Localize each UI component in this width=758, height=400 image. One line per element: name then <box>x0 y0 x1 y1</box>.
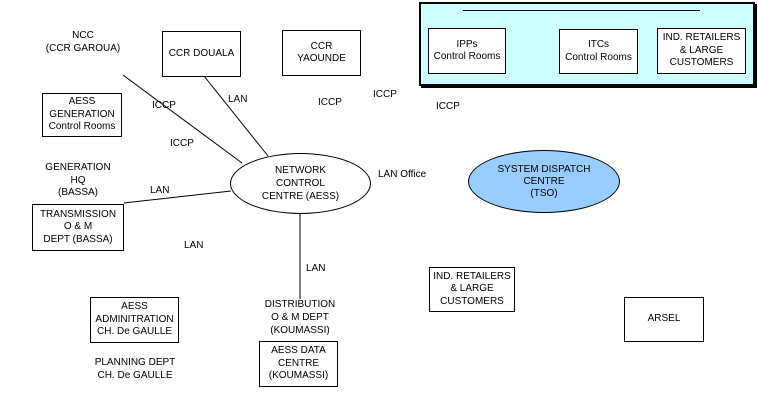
aess-admin-box[interactable]: AESS ADMINITRATION CH. De GAULLE <box>90 297 179 343</box>
group-bus-line <box>463 10 700 11</box>
lan-label-floating: LAN <box>184 240 204 251</box>
iccp-label-ncc: ICCP <box>152 100 176 111</box>
aess-data-centre-box[interactable]: AESS DATA CENTRE (KOUMASSI) <box>259 341 338 387</box>
iccp-label-right: ICCP <box>436 101 460 112</box>
ncc-garoua-label: NCC (CCR GAROUA) <box>45 30 121 54</box>
lan-office-label: LAN Office <box>378 169 427 180</box>
iccp-label-mid: ICCP <box>373 89 397 100</box>
lan-label-douala: LAN <box>228 94 248 105</box>
lan-label-transmission: LAN <box>150 185 170 196</box>
link-ncc-to-network-control <box>122 74 243 164</box>
link-douala-to-network-control <box>203 75 269 157</box>
ccr-douala-box[interactable]: CCR DOUALA <box>162 31 241 77</box>
iccp-label-yaounde: ICCP <box>318 97 342 108</box>
retailers-mid-box[interactable]: IND. RETAILERS & LARGE CUSTOMERS <box>429 267 515 312</box>
system-dispatch-centre-ellipse[interactable]: SYSTEM DISPATCH CENTRE (TSO) <box>468 150 620 213</box>
planning-dept-label: PLANNING DEPT CH. De GAULLE <box>94 357 176 381</box>
aess-generation-box[interactable]: AESS GENERATION Control Rooms <box>42 93 122 137</box>
distribution-dept-label: DISTRIBUTION O & M DEPT (KOUMASSI) <box>264 299 336 336</box>
link-transmission-to-network-control <box>123 190 232 204</box>
transmission-dept-box[interactable]: TRANSMISSION O & M DEPT (BASSA) <box>32 204 124 251</box>
ipps-control-rooms-box[interactable]: IPPs Control Rooms <box>428 28 506 74</box>
lan-label-distribution: LAN <box>306 263 326 274</box>
arsel-box[interactable]: ARSEL <box>624 297 704 342</box>
ccr-yaounde-box[interactable]: CCR YAOUNDE <box>282 30 361 76</box>
retailers-top-box[interactable]: IND. RETAILERS & LARGE CUSTOMERS <box>657 28 746 74</box>
itcs-control-rooms-box[interactable]: ITCs Control Rooms <box>559 29 638 74</box>
network-control-centre-ellipse[interactable]: NETWORK CONTROL CENTRE (AESS) <box>230 153 371 214</box>
iccp-label-lower: ICCP <box>170 138 194 149</box>
generation-hq-label: GENERATION HQ (BASSA) <box>45 162 111 198</box>
